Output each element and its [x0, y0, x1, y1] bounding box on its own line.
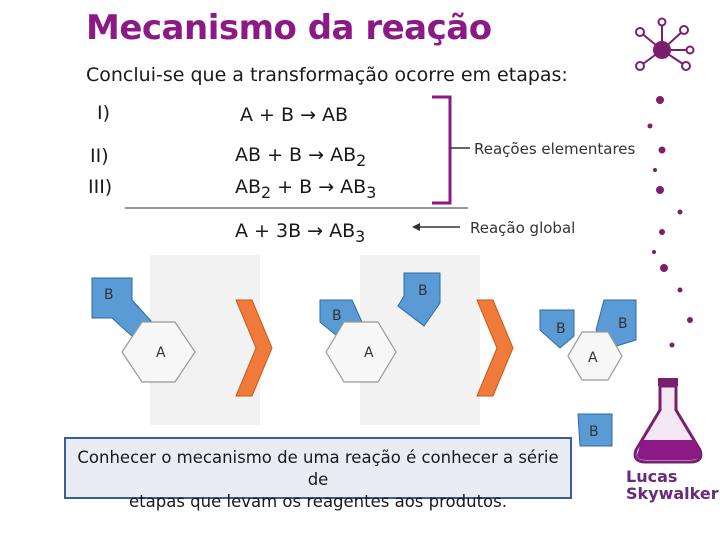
particle-group-3 — [539, 299, 637, 447]
subscript: 3 — [366, 182, 377, 202]
reaction-text: + B — [271, 176, 319, 198]
step-number-1: I) — [97, 102, 111, 124]
flask-logo-icon — [633, 378, 703, 464]
a-label: A — [156, 345, 166, 361]
elementary-reactions-label: Reações elementares — [474, 140, 636, 158]
reaction-text: AB — [323, 220, 356, 242]
molecule-logo-icon — [635, 17, 695, 71]
b-particle — [397, 272, 441, 327]
arrow-icon: → — [300, 104, 316, 126]
subscript: 3 — [355, 226, 366, 246]
b-particle — [577, 413, 613, 447]
brand-logo: Lucas Skywalker — [626, 468, 719, 502]
slide-subtitle: Conclui-se que a transformação ocorre em… — [86, 64, 568, 86]
reaction-text: AB + B — [235, 144, 309, 166]
b-label: B — [589, 424, 599, 440]
reaction-global: A + 3B → AB3 — [235, 220, 365, 246]
b-label: B — [556, 321, 566, 337]
a-label: A — [588, 350, 598, 366]
arrow-icon: → — [318, 176, 335, 198]
callout-line-2: etapas que levam os reagentes aos produt… — [129, 492, 507, 511]
reaction-text: A + 3B — [235, 220, 308, 242]
reaction-step-3: AB2 + B → AB3 — [235, 176, 376, 202]
callout-box: Conhecer o mecanismo de uma reação é con… — [64, 437, 572, 511]
b-particle — [539, 309, 575, 349]
subscript: 2 — [261, 182, 272, 202]
slide-title: Mecanismo da reação — [86, 8, 492, 48]
reaction-text: A + B — [240, 104, 301, 126]
global-reaction-label: Reação global — [470, 219, 576, 237]
particle-group-2 — [319, 272, 441, 383]
b-label: B — [618, 316, 628, 332]
a-particle — [121, 321, 196, 383]
decorative-dots — [647, 96, 693, 348]
b-label: B — [332, 308, 342, 324]
reaction-text: AB — [334, 176, 367, 198]
step-number-2: II) — [90, 145, 109, 167]
process-arrow-2 — [476, 299, 514, 397]
particle-group-1 — [91, 277, 196, 383]
callout-line-1: Conhecer o mecanismo de uma reação é con… — [77, 448, 559, 489]
reaction-text: AB — [324, 144, 357, 166]
a-particle — [325, 321, 397, 383]
reaction-step-2: AB + B → AB2 — [235, 144, 366, 170]
step-number-3: III) — [88, 176, 113, 198]
arrow-icon: → — [308, 144, 325, 166]
brand-line-1: Lucas — [626, 467, 678, 486]
b-label: B — [418, 283, 428, 299]
bracket — [432, 95, 452, 205]
a-particle — [567, 331, 623, 381]
reaction-step-1: A + B → AB — [240, 104, 348, 126]
reaction-text: AB — [235, 176, 262, 198]
b-label: B — [104, 287, 114, 303]
global-pointer-head — [412, 223, 420, 231]
process-arrow-1 — [235, 299, 273, 397]
a-label: A — [364, 345, 374, 361]
arrow-icon: → — [307, 220, 324, 242]
subscript: 2 — [356, 150, 367, 170]
reaction-text: AB — [316, 104, 349, 126]
brand-line-2: Skywalker — [626, 484, 719, 503]
